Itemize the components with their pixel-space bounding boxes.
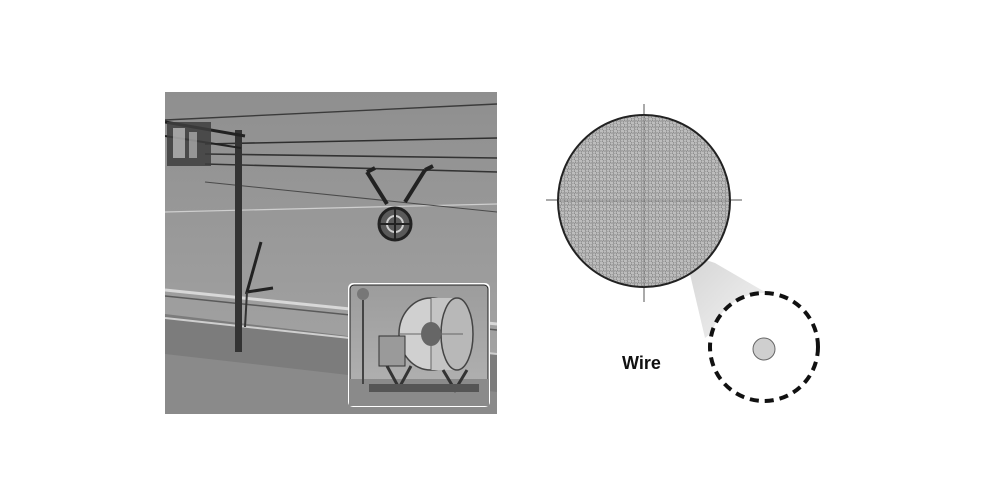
single-wire (752, 337, 776, 361)
overhead-wire (204, 153, 497, 159)
stringing-pulley (365, 164, 434, 242)
overhead-wire (204, 137, 497, 145)
wire-label: Wire (622, 353, 661, 373)
cable-drum-inset (348, 283, 490, 407)
stringing-photo (165, 92, 497, 414)
catenary-pole (235, 130, 242, 352)
overhead-wire (204, 163, 497, 173)
overhead-wire (165, 103, 497, 121)
pilot-wire (165, 203, 497, 213)
conductor-cross-section (546, 104, 820, 403)
zoom-cone (685, 253, 765, 338)
